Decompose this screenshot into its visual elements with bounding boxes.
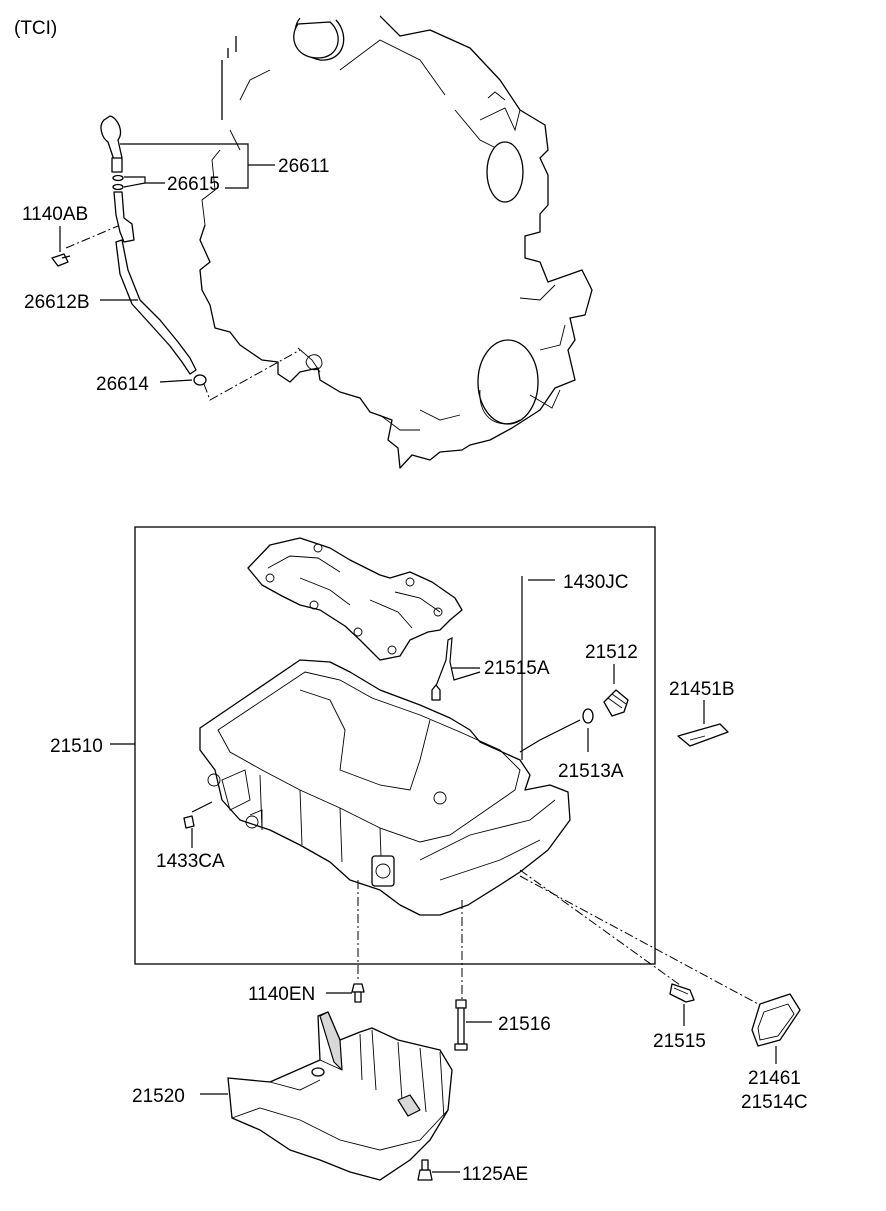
callout-1140AB: 1140AB (22, 204, 88, 225)
oil-filter-cover-drawing (751, 993, 801, 1064)
oil-level-gauge-drawing (51, 115, 207, 386)
variant-label: (TCI) (14, 18, 57, 39)
sealant-tube-drawing (677, 700, 729, 747)
callout-21514C: 21514C (741, 1092, 808, 1113)
callout-1125AE: 1125AE (462, 1164, 528, 1185)
dipstick-leaders (59, 143, 301, 401)
callout-21461: 21461 (748, 1068, 801, 1089)
engine-block-drawing (199, 15, 593, 469)
callout-1430JC: 1430JC (563, 572, 629, 593)
callout-1433CA: 1433CA (156, 851, 225, 872)
fasteners-drawing (326, 983, 695, 1181)
callout-26615: 26615 (167, 174, 220, 195)
callout-21510: 21510 (50, 736, 103, 757)
callout-21513A: 21513A (558, 761, 624, 782)
oil-pan-group-box (134, 526, 656, 965)
callout-26612B: 26612B (24, 292, 90, 313)
callout-21520: 21520 (132, 1086, 185, 1107)
callout-1140EN: 1140EN (248, 984, 315, 1005)
callout-21515A: 21515A (484, 658, 550, 679)
assembly-centerlines (357, 869, 761, 1006)
callout-26611: 26611 (278, 156, 329, 177)
callout-21516: 21516 (498, 1014, 551, 1035)
callout-labels: 26611 26615 1140AB 26612B 26614 1430JC 2… (22, 156, 808, 1185)
callout-21451B: 21451B (669, 679, 735, 700)
oil-pan-gasket-drawing (247, 537, 463, 661)
oil-pan-baffle-drawing (200, 1011, 453, 1181)
callout-26614: 26614 (96, 374, 149, 395)
callout-21515: 21515 (653, 1031, 706, 1052)
callout-21512: 21512 (585, 642, 638, 663)
oil-pan-small-parts (183, 576, 629, 848)
oil-pan-drawing (199, 659, 571, 916)
